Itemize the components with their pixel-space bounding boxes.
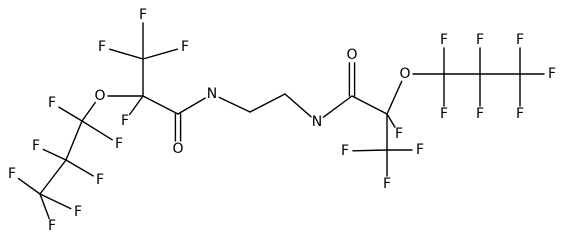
atom-label-f: F: [476, 32, 484, 48]
atom-label-f: F: [516, 106, 524, 122]
single-bond: [42, 148, 67, 161]
atom-label-f: F: [98, 39, 106, 55]
single-bond: [177, 97, 206, 115]
atom-label-f: F: [341, 143, 349, 159]
atom-label-f: F: [115, 136, 123, 152]
atom-label-f: F: [516, 32, 524, 48]
atom-label-f: F: [121, 113, 129, 129]
atom-label-f: F: [440, 32, 448, 48]
atom-label-f: F: [32, 138, 40, 154]
atom-label-o: O: [346, 47, 357, 63]
atom-label-f: F: [8, 166, 16, 182]
single-bond: [81, 101, 97, 122]
single-bond: [249, 93, 286, 113]
atom-label-o: O: [94, 88, 105, 104]
atom-label-o: O: [172, 141, 183, 157]
single-bond: [65, 120, 83, 161]
single-bond: [351, 95, 388, 115]
single-bond: [142, 95, 179, 115]
single-bond: [39, 159, 67, 195]
bonds-layer: [17, 22, 545, 220]
atom-label-f: F: [74, 204, 82, 220]
single-bond: [65, 159, 94, 177]
atom-label-f: F: [440, 106, 448, 122]
atom-label-f: F: [181, 39, 189, 55]
atom-label-f: F: [48, 95, 56, 111]
atom-label-f: F: [383, 176, 391, 192]
single-bond: [386, 113, 396, 128]
atom-label-f: F: [139, 7, 147, 23]
single-bond: [322, 95, 353, 118]
atom-label-f: F: [548, 66, 556, 82]
atom-label-f: F: [96, 172, 104, 188]
single-bond: [17, 177, 41, 195]
atom-label-f: F: [395, 126, 403, 142]
atom-label-f: F: [416, 142, 424, 158]
single-bond: [108, 48, 144, 60]
single-bond: [81, 120, 113, 141]
single-bond: [58, 106, 83, 122]
single-bond: [39, 193, 72, 210]
atom-label-o: O: [399, 66, 410, 82]
atom-label-f: F: [48, 218, 56, 234]
single-bond: [352, 149, 388, 152]
single-bond: [284, 93, 312, 118]
single-bond: [218, 96, 251, 113]
atom-label-n: N: [312, 114, 322, 130]
single-bond: [386, 80, 403, 115]
single-bond: [142, 48, 179, 60]
atom-label-n: N: [207, 86, 217, 102]
single-bond: [39, 193, 50, 220]
single-bond: [128, 95, 144, 116]
atom-label-f: F: [476, 106, 484, 122]
